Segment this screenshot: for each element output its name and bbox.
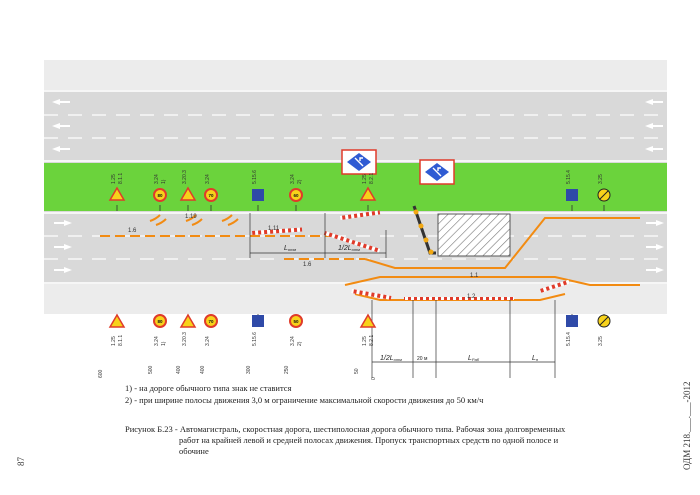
code-bot-3-24-c: 3.24 bbox=[290, 336, 296, 346]
svg-text:1/2Lотм: 1/2Lотм bbox=[338, 245, 360, 252]
dim-upper-L: L bbox=[284, 245, 288, 252]
label-1-1: 1.1 bbox=[470, 273, 479, 279]
code-top-3-25: 3.25 bbox=[598, 174, 604, 184]
speed-80-bottom: 80 bbox=[157, 319, 163, 324]
code-top-8-1-1: 8.1.1 bbox=[118, 173, 124, 184]
code-bot-1-25-b: 1.25 bbox=[362, 336, 368, 346]
distance-500: 500 bbox=[148, 365, 154, 374]
dim-lower-half-sub: отм bbox=[394, 357, 403, 362]
arrow-board-1 bbox=[341, 149, 377, 175]
distance-600: 600 bbox=[98, 369, 104, 378]
note-1: 1) - на дороге обычного типа знак не ста… bbox=[125, 383, 292, 393]
distance-250: 250 bbox=[284, 365, 290, 374]
dim-upper-L-sub: отм bbox=[288, 247, 297, 252]
signs-top bbox=[108, 186, 611, 202]
page-number: 87 bbox=[16, 457, 26, 466]
svg-text:1/2Lотм: 1/2Lотм bbox=[380, 355, 402, 362]
label-1-6-b: 1.6 bbox=[303, 262, 312, 268]
dimension-lines bbox=[249, 213, 556, 378]
label-1-11: 1.11 bbox=[268, 226, 280, 232]
dim-exit-sub: п bbox=[536, 357, 539, 362]
code-bot-note2: 2) bbox=[297, 341, 303, 346]
svg-text:Lотм: Lотм bbox=[284, 245, 296, 252]
caption-line-2: работ на крайней левой и средней полосах… bbox=[179, 435, 559, 445]
code-bot-3-20-3: 3.20.3 bbox=[182, 332, 188, 346]
dim-work: L bbox=[468, 355, 472, 362]
code-top-3-20-3: 3.20.3 bbox=[182, 170, 188, 184]
dim-buffer: 20 м bbox=[417, 356, 428, 362]
code-bot-3-25: 3.25 bbox=[598, 336, 604, 346]
distance-300: 300 bbox=[246, 365, 252, 374]
signs-bottom bbox=[108, 313, 611, 328]
code-top-5-15-6: 5.15.6 bbox=[252, 170, 258, 184]
code-bot-8-2-1: 8.2.1 bbox=[369, 335, 375, 346]
caption-line-1: Рисунок Б.23 - Автомагистраль, скоростна… bbox=[125, 424, 566, 434]
dim-work-sub: Раб bbox=[472, 357, 480, 362]
code-bot-5-15-4: 5.15.4 bbox=[566, 332, 572, 346]
speed-80-top: 80 bbox=[157, 193, 163, 198]
dim-exit: L bbox=[532, 355, 536, 362]
warning-lamps bbox=[413, 209, 434, 255]
dim-upper-half: 1/2L bbox=[338, 245, 352, 252]
code-bot-note1: 1) bbox=[161, 341, 167, 346]
code-bot-3-24-b: 3.24 bbox=[205, 336, 211, 346]
dim-upper-half-sub: отм bbox=[352, 247, 361, 252]
note-2: 2) - при ширине полосы движения 3,0 м ог… bbox=[125, 395, 484, 405]
figure-caption: Рисунок Б.23 - Автомагистраль, скоростна… bbox=[125, 424, 625, 457]
sign-posts-top bbox=[116, 205, 605, 211]
distance-labels: 600 500 400 400 300 250 50 0 bbox=[98, 365, 377, 380]
code-bot-5-15-6: 5.15.6 bbox=[252, 332, 258, 346]
speed-50-bottom: 50 bbox=[293, 319, 299, 324]
code-top-1-25-b: 1.25 bbox=[362, 174, 368, 184]
speed-60-top: 60 bbox=[293, 193, 299, 198]
upper-shoulder bbox=[44, 60, 667, 90]
speed-70-bottom: 70 bbox=[208, 319, 214, 324]
code-top-3-24-a: 3.24 bbox=[154, 174, 160, 184]
distance-400b: 400 bbox=[200, 365, 206, 374]
code-bot-3-24-a: 3.24 bbox=[154, 336, 160, 346]
code-top-3-24-c: 3.24 bbox=[290, 174, 296, 184]
svg-text:LРаб: LРаб bbox=[468, 355, 480, 362]
dim-lower-half: 1/2L bbox=[380, 355, 394, 362]
temporary-markings bbox=[100, 214, 640, 301]
code-top-1-25: 1.25 bbox=[111, 174, 117, 184]
distance-50: 50 bbox=[354, 368, 360, 374]
lower-carriageway bbox=[44, 211, 667, 284]
dimension-labels: Lотм 1/2Lотм 1/2Lотм 20 м LРаб Lп bbox=[284, 245, 539, 362]
label-1-19: 1.19 bbox=[185, 214, 197, 220]
code-top-note2: 2) bbox=[297, 179, 303, 184]
distance-400: 400 bbox=[176, 365, 182, 374]
sign-codes-bottom: 1.25 8.1.1 3.24 1) 3.20.3 3.24 5.15.6 3.… bbox=[111, 332, 604, 346]
caption-line-3: обочине bbox=[179, 446, 209, 456]
speed-70-top: 70 bbox=[208, 193, 214, 198]
label-1-2: 1.2 bbox=[467, 294, 476, 300]
label-1-6-a: 1.6 bbox=[128, 228, 137, 234]
svg-text:Lп: Lп bbox=[532, 355, 539, 362]
work-zone bbox=[437, 213, 511, 257]
code-bot-1-25: 1.25 bbox=[111, 336, 117, 346]
speed-values: 80 70 60 80 70 50 bbox=[157, 193, 299, 324]
document-code: ОДМ 218.___.___-2012 bbox=[682, 381, 692, 470]
code-top-5-15-4: 5.15.4 bbox=[566, 170, 572, 184]
code-top-3-24-b: 3.24 bbox=[205, 174, 211, 184]
arrow-board-2 bbox=[419, 159, 455, 185]
lower-shoulder bbox=[44, 284, 667, 314]
barrier-row bbox=[252, 210, 570, 300]
lane-arrows bbox=[52, 99, 664, 273]
code-bot-8-1-1: 8.1.1 bbox=[118, 335, 124, 346]
distance-0: 0 bbox=[371, 377, 377, 380]
sign-codes-top: 1.25 8.1.1 3.24 1) 3.20.3 3.24 5.15.6 3.… bbox=[111, 170, 604, 184]
code-top-note1: 1) bbox=[161, 179, 167, 184]
lane-labels: 1.6 1.11 1.19 1.6 1.1 1.2 bbox=[128, 214, 479, 300]
code-top-8-2-1: 8.2.1 bbox=[369, 173, 375, 184]
